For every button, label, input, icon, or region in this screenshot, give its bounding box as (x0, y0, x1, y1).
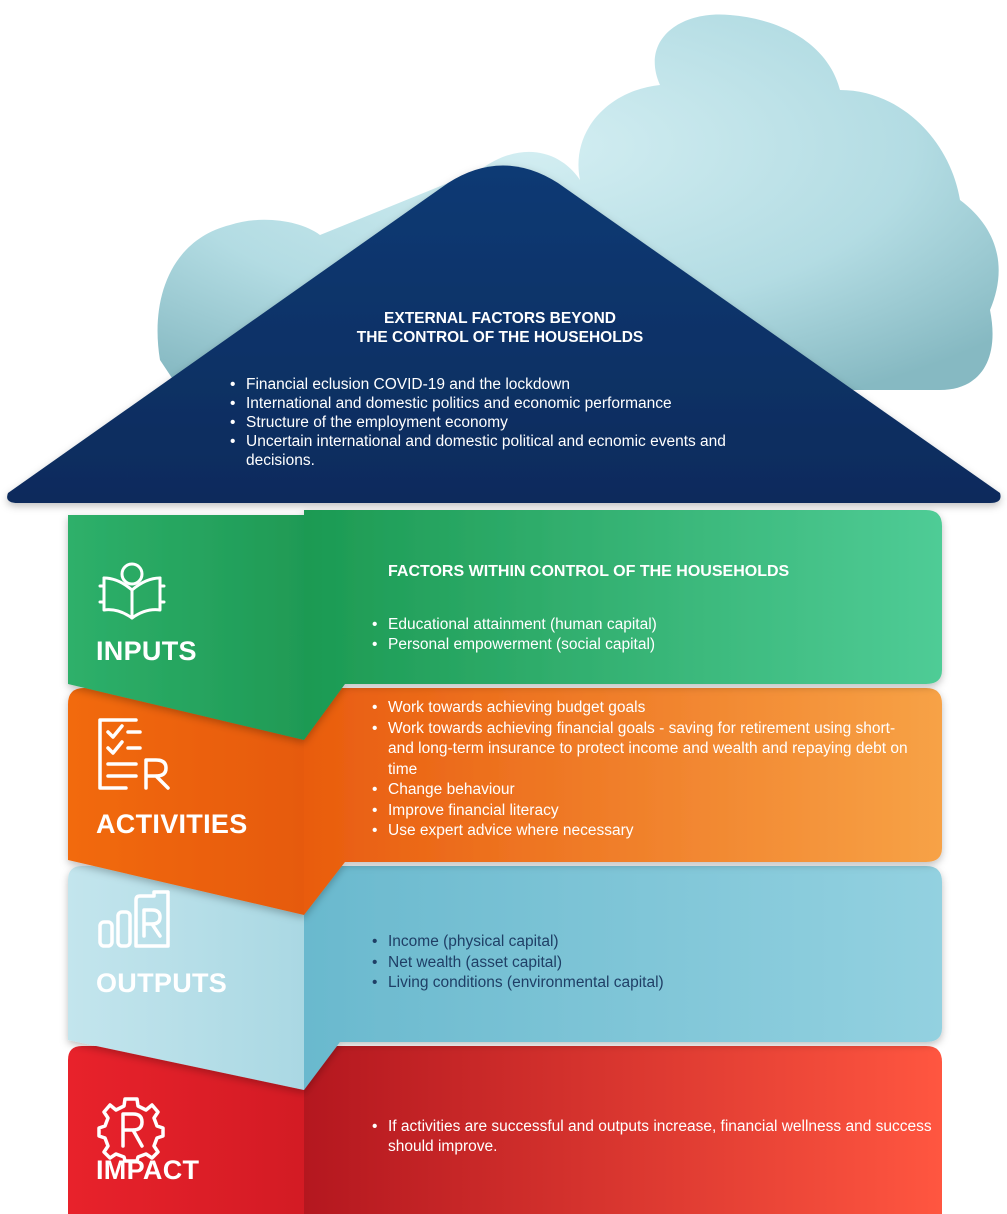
list-item: Work towards achieving financial goals -… (372, 719, 922, 781)
roof-title-line2: THE CONTROL OF THE HOUSEHOLDS (356, 329, 644, 346)
list-item: Improve financial literacy (372, 801, 922, 822)
outputs-label: OUTPUTS (96, 968, 228, 998)
list-item: Change behaviour (372, 780, 922, 801)
inputs-list: Educational attainment (human capital) P… (372, 615, 932, 655)
roof-title: EXTERNAL FACTORS BEYOND THE CONTROL OF T… (250, 309, 750, 347)
activities-label: ACTIVITIES (96, 809, 248, 839)
inputs-heading: FACTORS WITHIN CONTROL OF THE HOUSEHOLDS (388, 563, 790, 580)
list-item: International and domestic politics and … (230, 394, 750, 413)
list-item: Living conditions (environmental capital… (372, 973, 932, 994)
list-item: Work towards achieving budget goals (372, 698, 922, 719)
list-item: Net wealth (asset capital) (372, 953, 932, 974)
list-item: Educational attainment (human capital) (372, 615, 932, 635)
list-item: Personal empowerment (social capital) (372, 635, 932, 655)
outputs-list: Income (physical capital) Net wealth (as… (372, 932, 932, 994)
open-book-icon (98, 562, 166, 620)
inputs-label: INPUTS (96, 636, 197, 666)
list-item: Income (physical capital) (372, 932, 932, 953)
list-item: Uncertain international and domestic pol… (230, 432, 746, 470)
roof-title-line1: EXTERNAL FACTORS BEYOND (384, 310, 616, 327)
impact-list: If activities are successful and outputs… (372, 1117, 932, 1157)
activities-list: Work towards achieving budget goals Work… (372, 698, 922, 842)
checklist-icon (98, 718, 170, 790)
gear-icon (97, 1097, 165, 1163)
bar-chart-icon (98, 890, 170, 948)
external-factors-list: Financial eclusion COVID-19 and the lock… (230, 375, 750, 470)
list-item: Use expert advice where necessary (372, 821, 922, 842)
list-item: If activities are successful and outputs… (372, 1117, 932, 1157)
impact-label: IMPACT (96, 1155, 200, 1185)
list-item: Financial eclusion COVID-19 and the lock… (230, 375, 750, 394)
list-item: Structure of the employment economy (230, 413, 750, 432)
inputs-band (68, 510, 942, 740)
